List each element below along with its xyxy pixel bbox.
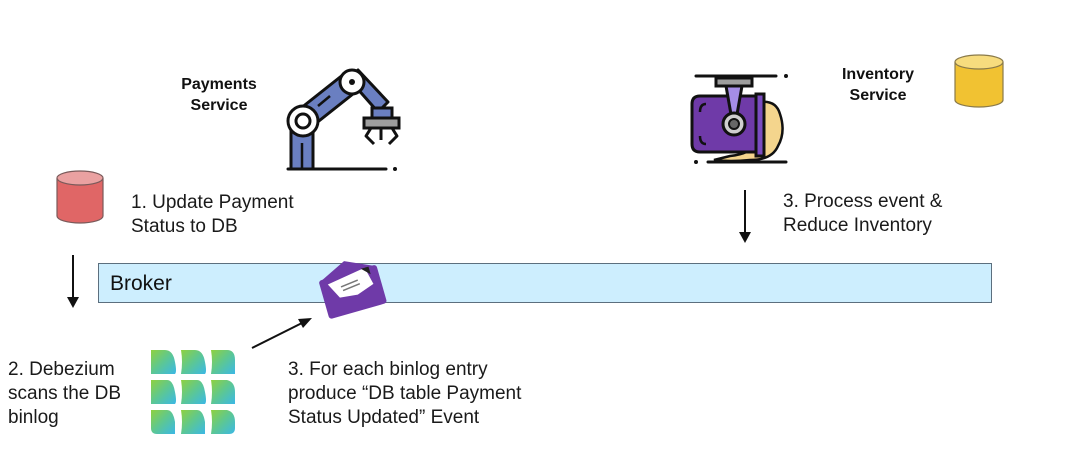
step1-line2: Status to DB [131,216,238,237]
inventory-database-icon [953,54,1005,110]
step2-line2: scans the DB [8,383,121,404]
step3-consume-line1: 3. Process event & [783,191,943,212]
payments-service-label: Payments Service [165,74,273,116]
payments-service-title-line1: Payments [181,76,257,93]
inventory-service-label: Inventory Service [826,64,930,106]
step2-label: 2. Debezium scans the DB binlog [8,358,121,430]
step2-line1: 2. Debezium [8,359,115,380]
machine-press-icon [690,72,790,167]
step3-consume-line2: Reduce Inventory [783,215,932,236]
payments-service-title-line2: Service [190,97,248,114]
step3-produce-line1: 3. For each binlog entry [288,359,488,380]
step2-line3: binlog [8,407,59,428]
envelope-icon [316,258,388,320]
inventory-service-title-line2: Service [849,87,907,104]
broker-bar: Broker [98,263,992,303]
debezium-logo-icon [151,350,235,434]
step1-line1: 1. Update Payment [131,192,294,213]
payments-database-icon [55,170,105,226]
step3-produce-line3: Status Updated” Event [288,407,480,428]
step3-produce-line2: produce “DB table Payment [288,383,522,404]
arrow-down-broker-to-inventory [738,190,752,244]
step3-consume-label: 3. Process event & Reduce Inventory [783,190,942,238]
arrow-debezium-to-broker [250,316,314,350]
step3-produce-label: 3. For each binlog entry produce “DB tab… [288,358,521,430]
broker-label: Broker [110,272,172,295]
step1-label: 1. Update Payment Status to DB [131,191,294,239]
arrow-down-db-to-debezium [66,255,80,309]
inventory-service-title-line1: Inventory [841,66,914,83]
robot-arm-icon [286,68,401,176]
